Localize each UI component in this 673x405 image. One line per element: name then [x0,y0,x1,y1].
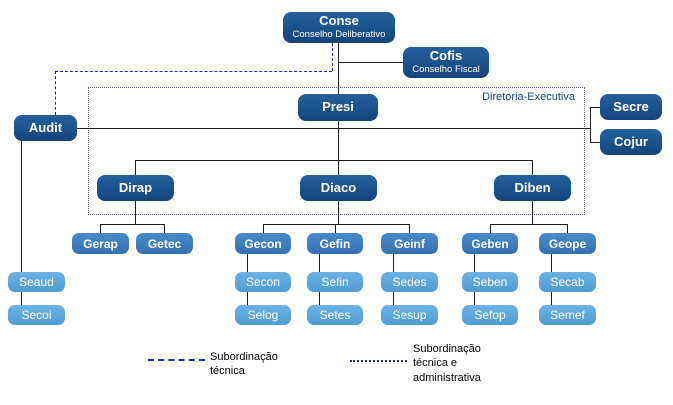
org-node-secoi: Secoi [8,305,65,325]
connector-geope-drop [567,224,568,233]
org-node-cofis-label: Cofis [429,48,463,64]
legend-dashed-line-sample [148,359,205,361]
org-node-setes-label: Setes [319,308,351,322]
connector-cojur-stub [590,142,600,143]
connector-diaco-children-bus [263,224,410,225]
org-node-sedes-label: Sedes [392,275,427,289]
dashed-connector-horizontal [55,71,332,72]
org-node-secab: Secab [539,272,596,292]
org-node-seben-label: Seben [472,275,508,289]
org-node-sefin-label: Sefin [321,275,349,289]
org-node-presi: Presi [298,94,378,121]
org-node-geinf: Geinf [381,233,438,254]
connector-diaco-down [338,201,339,224]
org-node-gerap-label: Gerap [83,236,118,251]
dashed-connector-audit [55,71,56,115]
org-node-sedes: Sedes [381,272,438,292]
connector-gefin-drop [335,224,336,233]
org-node-diben-label: Diben [514,179,551,195]
org-node-diben: Diben [494,175,571,201]
legend-technical-label: Subordinação técnica [210,351,278,378]
dashed-connector-conse [332,43,333,71]
org-node-seaud-label: Seaud [19,275,54,289]
org-node-seben: Seben [462,272,518,292]
connector-diben-down [532,201,533,224]
connector-secre-stub [590,107,600,108]
org-node-gerap: Gerap [72,233,129,254]
org-node-dirap: Dirap [97,175,174,201]
executive-board-label: Diretoria-Executiva [482,91,575,103]
connector-presi-down [338,121,339,175]
connector-getec-drop [164,224,165,233]
org-node-geben: Geben [462,233,518,254]
org-node-cojur-label: Cojur [614,133,648,149]
org-node-selog-label: Selog [247,308,279,322]
org-node-diaco-label: Diaco [320,179,357,195]
org-node-sefop-label: Sefop [474,308,506,322]
org-node-sesup-label: Sesup [392,308,427,322]
org-node-selog: Selog [235,305,291,325]
org-node-seaud: Seaud [8,272,65,292]
org-node-conse: Conse Conselho Deliberativo [283,12,395,43]
org-node-secoi-label: Secoi [21,308,52,322]
connector-audit-secre-bus [77,128,590,129]
connector-gecon-drop [263,224,264,233]
connector-diben-drop [532,160,533,175]
org-node-semef-label: Semef [550,308,585,322]
connector-dirap-children-bus [100,224,165,225]
org-node-secre: Secre [600,94,662,120]
org-node-cojur: Cojur [600,129,662,155]
org-node-geope-label: Geope [548,236,587,251]
org-node-gefin-label: Gefin [319,236,351,251]
org-node-gefin: Gefin [307,233,363,254]
connector-gerap-drop [100,224,101,233]
org-node-sefop: Sefop [462,305,518,325]
connector-dirap-down [135,201,136,224]
legend-technical-administrative-label: Subordinação técnica e administrativa [413,343,481,384]
org-node-semef: Semef [539,305,596,325]
org-node-conse-label: Conse [319,13,359,29]
connector-right-bracket [590,107,591,143]
org-node-sesup: Sesup [381,305,438,325]
connector-diben-children-bus [490,224,568,225]
org-node-gecon-label: Gecon [244,236,282,251]
executive-board-region [88,87,585,215]
connector-geben-drop [490,224,491,233]
org-node-cofis: Cofis Conselho Fiscal [403,47,489,78]
connector-cofis-stub [339,62,403,63]
org-node-sefin: Sefin [307,272,363,292]
connector-directorates-bus [135,160,533,161]
org-node-diaco: Diaco [300,175,377,201]
connector-audit-chain [21,141,22,305]
org-node-secab-label: Secab [550,275,585,289]
org-node-secon-label: Secon [245,275,281,289]
org-node-dirap-label: Dirap [118,179,153,195]
org-node-geope: Geope [539,233,596,254]
connector-conse-presi [338,43,339,94]
org-node-cofis-subtitle: Conselho Fiscal [412,64,480,76]
connector-geinf-drop [409,224,410,233]
org-node-conse-subtitle: Conselho Deliberativo [292,29,386,41]
connector-dirap-drop [135,160,136,175]
org-node-presi-label: Presi [322,99,354,115]
legend-dotted-line-sample [350,360,407,362]
org-node-secre-label: Secre [613,98,649,114]
org-node-geinf-label: Geinf [394,236,425,251]
org-node-audit: Audit [14,115,77,141]
org-node-audit-label: Audit [28,119,63,135]
org-node-setes: Setes [307,305,363,325]
org-node-geben-label: Geben [471,236,509,251]
org-node-secon: Secon [235,272,291,292]
org-node-getec: Getec [136,233,193,254]
org-node-getec-label: Getec [147,236,182,251]
org-node-gecon: Gecon [235,233,291,254]
